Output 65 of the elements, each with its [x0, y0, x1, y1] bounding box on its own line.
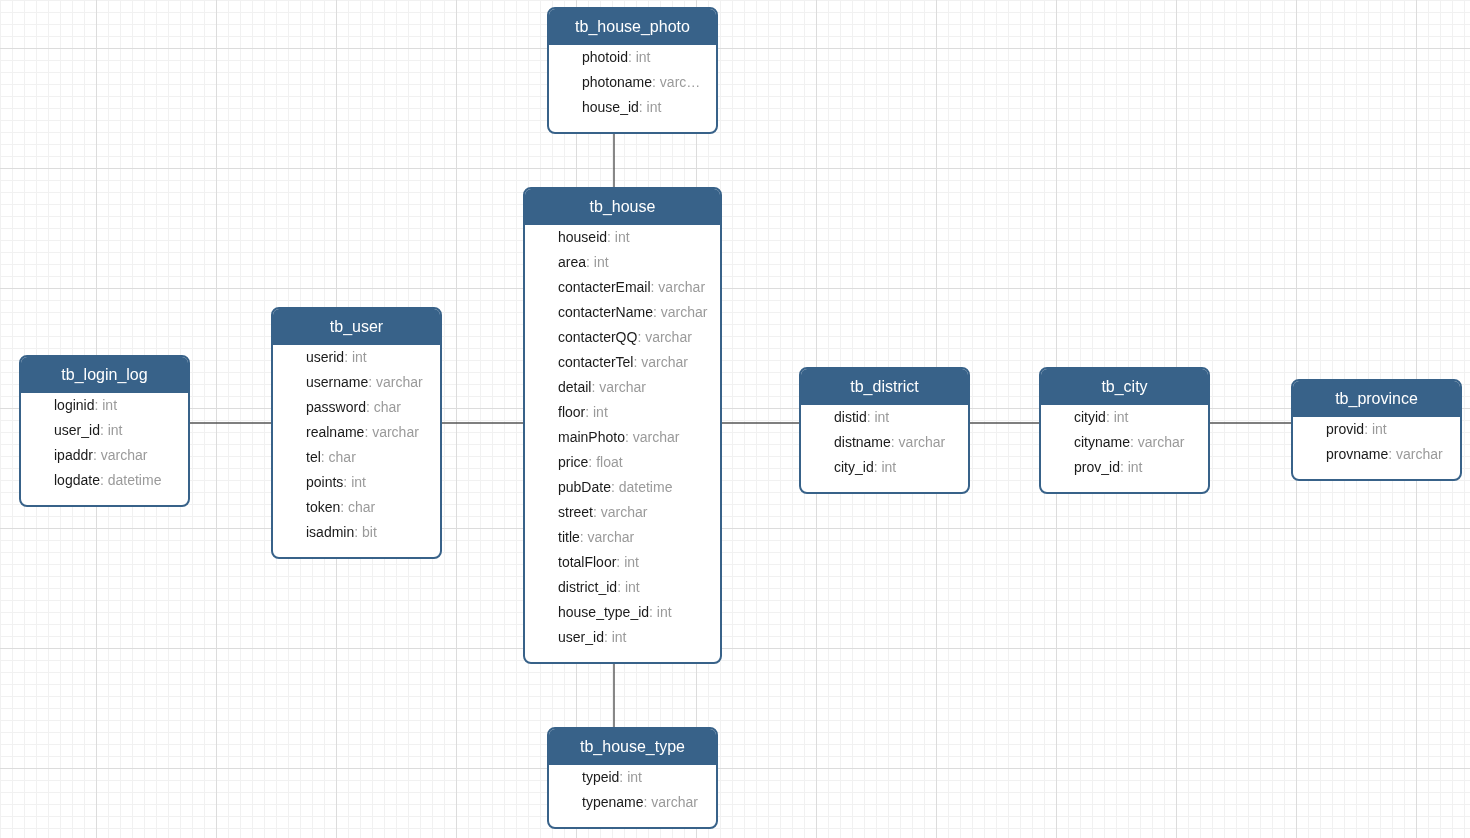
field-row-text: username: varchar	[305, 373, 424, 392]
field-row-text: district_id: int	[557, 578, 641, 597]
field-row-text: photoid: int	[581, 48, 652, 67]
field-row-text: distid: int	[833, 408, 891, 427]
relationship-line	[721, 422, 800, 424]
relationship-line	[969, 422, 1040, 424]
field-row-text: typeid: int	[581, 768, 643, 787]
field-row-text: typename: varchar	[581, 793, 699, 812]
field-row-text: house_id: int	[581, 98, 663, 117]
field-row-text: tel: char	[305, 448, 357, 467]
entity-table	[547, 7, 718, 134]
field-row-text: password: char	[305, 398, 402, 417]
entity-table	[19, 355, 190, 507]
field-row-text: contacterQQ: varchar	[557, 328, 693, 347]
field-row-text: contacterName: varchar	[557, 303, 709, 322]
field-row-text: provname: varchar	[1325, 445, 1444, 464]
relationship-line	[613, 133, 615, 188]
field-row-text: photoname: varc…	[581, 73, 702, 92]
field-row-text: user_id: int	[53, 421, 124, 440]
field-row-text: detail: varchar	[557, 378, 647, 397]
field-row-text: points: int	[305, 473, 367, 492]
field-row-text: userid: int	[305, 348, 368, 367]
field-row-text: loginid: int	[53, 396, 119, 415]
table-header: tb_user	[273, 309, 440, 345]
field-row-text: price: float	[557, 453, 624, 472]
field-row-text: title: varchar	[557, 528, 636, 547]
field-row-text: mainPhoto: varchar	[557, 428, 681, 447]
field-row-text: city_id: int	[833, 458, 898, 477]
field-row-text: cityid: int	[1073, 408, 1130, 427]
relationship-line	[189, 422, 272, 424]
entity-table	[1291, 379, 1462, 481]
field-row-text: pubDate: datetime	[557, 478, 674, 497]
field-row-text: floor: int	[557, 403, 609, 422]
field-row-text: contacterTel: varchar	[557, 353, 689, 372]
field-row-text: area: int	[557, 253, 610, 272]
relationship-line	[613, 663, 615, 728]
entity-table	[523, 187, 722, 664]
field-row-text: totalFloor: int	[557, 553, 640, 572]
entity-table	[547, 727, 718, 829]
field-row-text: cityname: varchar	[1073, 433, 1186, 452]
table-header: tb_district	[801, 369, 968, 405]
table-header: tb_house_photo	[549, 9, 716, 45]
field-row-text: prov_id: int	[1073, 458, 1144, 477]
entity-table	[1039, 367, 1210, 494]
field-row-text: user_id: int	[557, 628, 628, 647]
field-row-text: street: varchar	[557, 503, 649, 522]
relationship-line	[1209, 422, 1292, 424]
field-row-text: token: char	[305, 498, 377, 517]
table-header: tb_province	[1293, 381, 1460, 417]
table-header: tb_login_log	[21, 357, 188, 393]
field-row-text: provid: int	[1325, 420, 1388, 439]
field-row-text: contacterEmail: varchar	[557, 278, 707, 297]
relationship-line	[441, 422, 524, 424]
field-row-text: distname: varchar	[833, 433, 947, 452]
table-header: tb_house_type	[549, 729, 716, 765]
field-row-text: realname: varchar	[305, 423, 420, 442]
field-row-text: logdate: datetime	[53, 471, 163, 490]
entity-table	[799, 367, 970, 494]
field-row-text: houseid: int	[557, 228, 631, 247]
field-row-text: house_type_id: int	[557, 603, 673, 622]
field-row-text: isadmin: bit	[305, 523, 378, 542]
table-header: tb_house	[525, 189, 720, 225]
entity-table	[271, 307, 442, 559]
field-row-text: ipaddr: varchar	[53, 446, 149, 465]
table-header: tb_city	[1041, 369, 1208, 405]
